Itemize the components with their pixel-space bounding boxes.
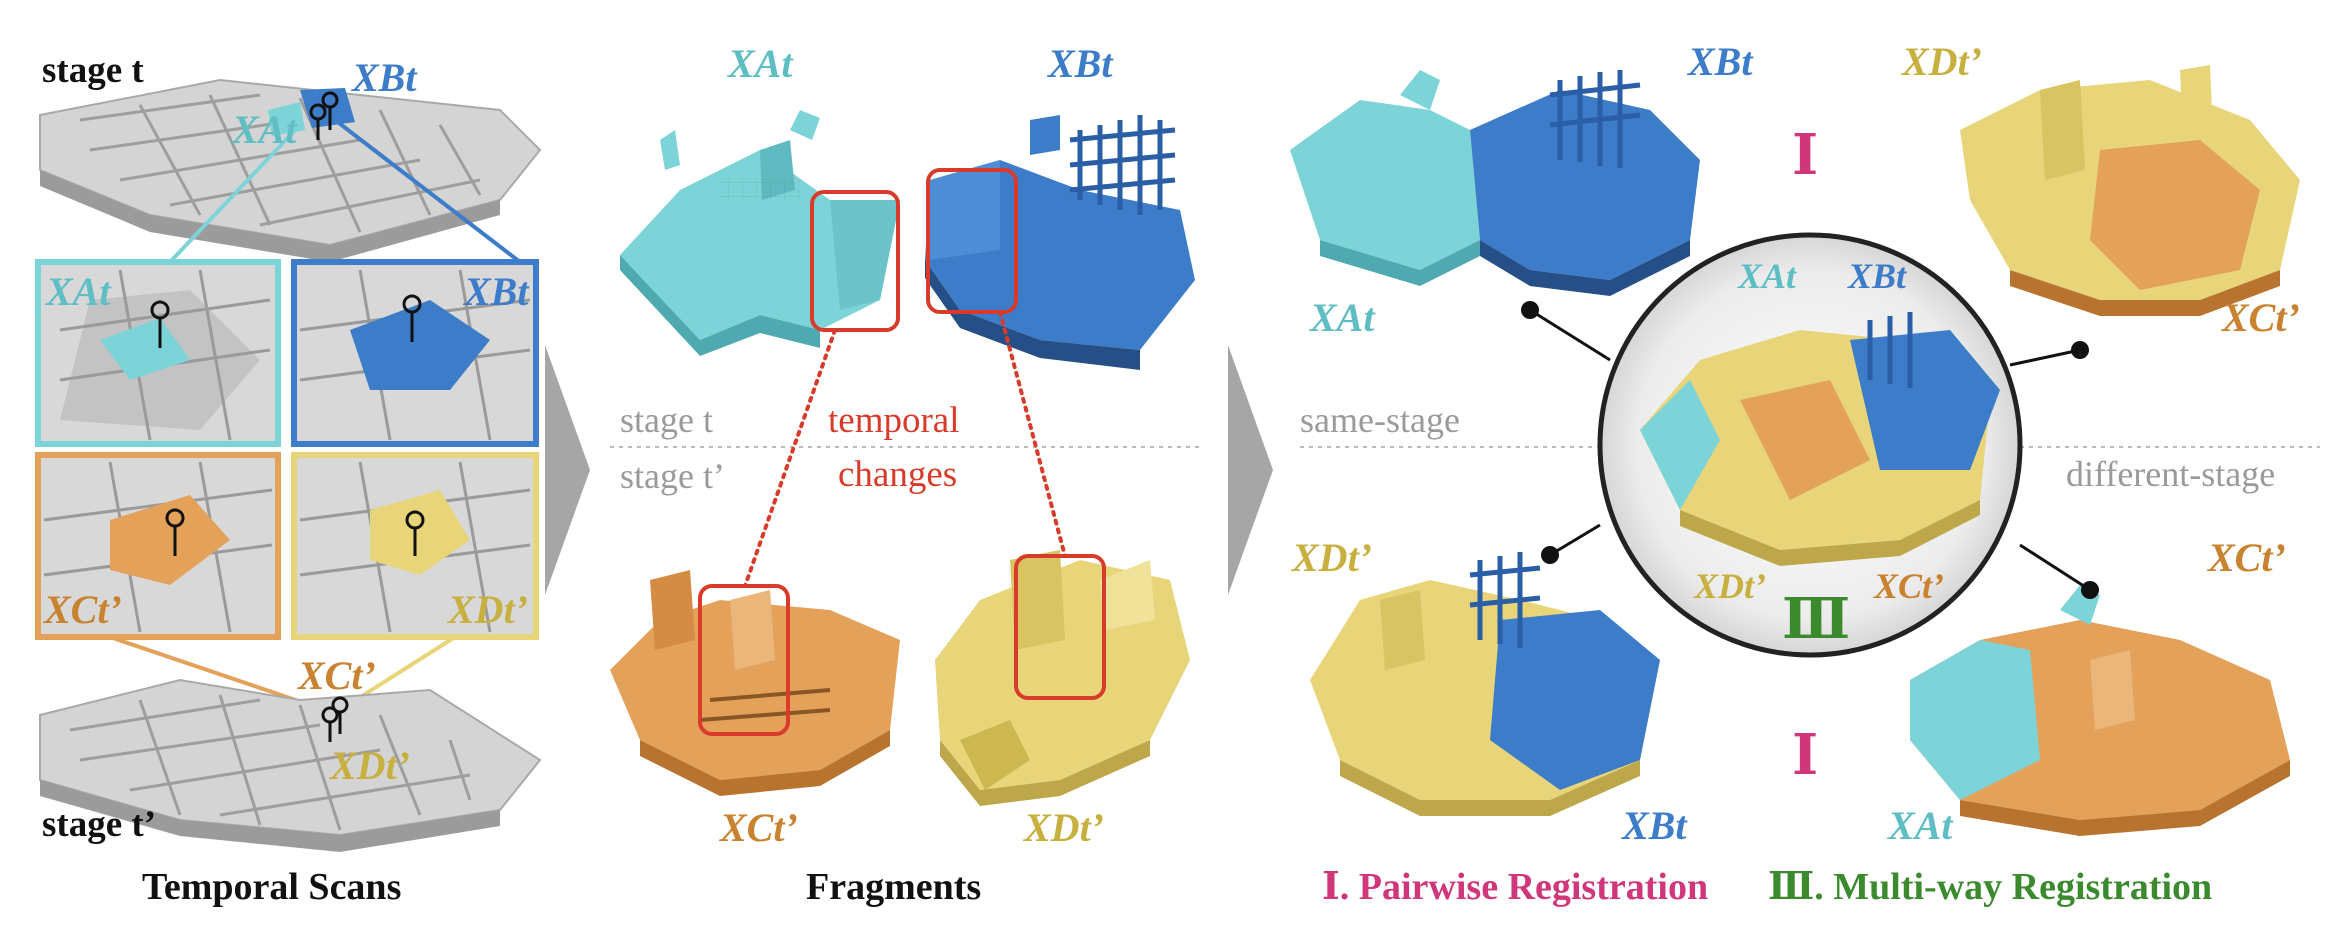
scan-stage-t (39, 78, 542, 262)
reg-label-tr-xd: XDt’ (1902, 39, 1982, 84)
label-same-stage: same-stage (1300, 400, 1460, 440)
label-xa-top: XAt (232, 107, 297, 152)
reg-label-br-xc: XCt’ (2208, 535, 2286, 580)
label-stage-t: stage t (42, 50, 144, 91)
reg-label-tl-xb: XBt (1688, 39, 1753, 84)
change-box-b (926, 168, 1018, 314)
reg-label-bl-xb: XBt (1622, 803, 1687, 848)
inset-d (291, 452, 539, 640)
reg-label-bl-xd: XDt’ (1292, 535, 1372, 580)
connector-b (333, 118, 522, 264)
frag-label-xc: XCt’ (720, 805, 798, 850)
label-stage-t-prime: stage t’ (42, 804, 157, 845)
fragment-c (610, 570, 900, 796)
legend-multiway: Ⅲ. Multi-way Registration (1768, 866, 2213, 908)
reg-label-br-xa: XAt (1888, 803, 1953, 848)
roman-pairwise-bottom: Ⅰ (1792, 725, 1819, 787)
frag-stage-t-prime: stage t’ (620, 456, 725, 496)
reg-pair-dc (1960, 65, 2300, 316)
scan-stage-t-prime (39, 678, 542, 852)
connector-a (168, 123, 302, 264)
sphere-label-xa: XAt (1738, 256, 1797, 296)
change-link-1 (743, 328, 837, 588)
label-different-stage: different-stage (2066, 454, 2276, 494)
label-xc-bottom: XCt’ (298, 653, 376, 698)
roman-pairwise-top: Ⅰ (1792, 125, 1819, 187)
change-box-d (1014, 554, 1106, 700)
sphere-label-xd: XDt’ (1694, 566, 1766, 606)
fragment-b (925, 115, 1195, 370)
reg-label-tl-xa: XAt (1310, 295, 1375, 340)
label-xb-top: XBt (352, 55, 417, 100)
change-link-2 (998, 310, 1067, 558)
caption-fragments: Fragments (806, 866, 982, 908)
sphere-label-xc: XCt’ (1874, 566, 1945, 606)
temporal-changes-line2: changes (838, 454, 958, 495)
label-xc-inset: XCt’ (44, 587, 122, 632)
multiway-sphere (1521, 232, 2099, 658)
frag-label-xa: XAt (728, 41, 793, 86)
label-xb-inset: XBt (464, 269, 529, 314)
change-box-a (810, 190, 900, 332)
frag-label-xb: XBt (1048, 41, 1113, 86)
reg-pair-ab (1290, 70, 1700, 296)
inset-a (35, 259, 281, 447)
frag-stage-t: stage t (620, 400, 713, 440)
caption-temporal-scans: Temporal Scans (142, 866, 402, 908)
label-xd-bottom: XDt’ (330, 743, 410, 788)
fragment-a (620, 110, 900, 356)
temporal-changes-line1: temporal (828, 400, 960, 441)
arrow-1 (545, 345, 590, 595)
sphere-label-xb: XBt (1848, 256, 1907, 296)
frag-label-xd: XDt’ (1024, 805, 1104, 850)
roman-multiway: Ⅲ (1782, 589, 1851, 651)
label-xd-inset: XDt’ (448, 587, 528, 632)
reg-pair-ca (1910, 585, 2290, 836)
arrow-2 (1228, 345, 1273, 595)
inset-c (35, 452, 281, 640)
reg-label-tr-xc: XCt’ (2222, 295, 2300, 340)
label-xa-inset: XAt (46, 269, 111, 314)
reg-pair-db (1310, 552, 1660, 816)
fragment-d (935, 550, 1190, 806)
legend-pairwise: Ⅰ. Pairwise Registration (1322, 866, 1709, 908)
inset-b (291, 259, 539, 447)
